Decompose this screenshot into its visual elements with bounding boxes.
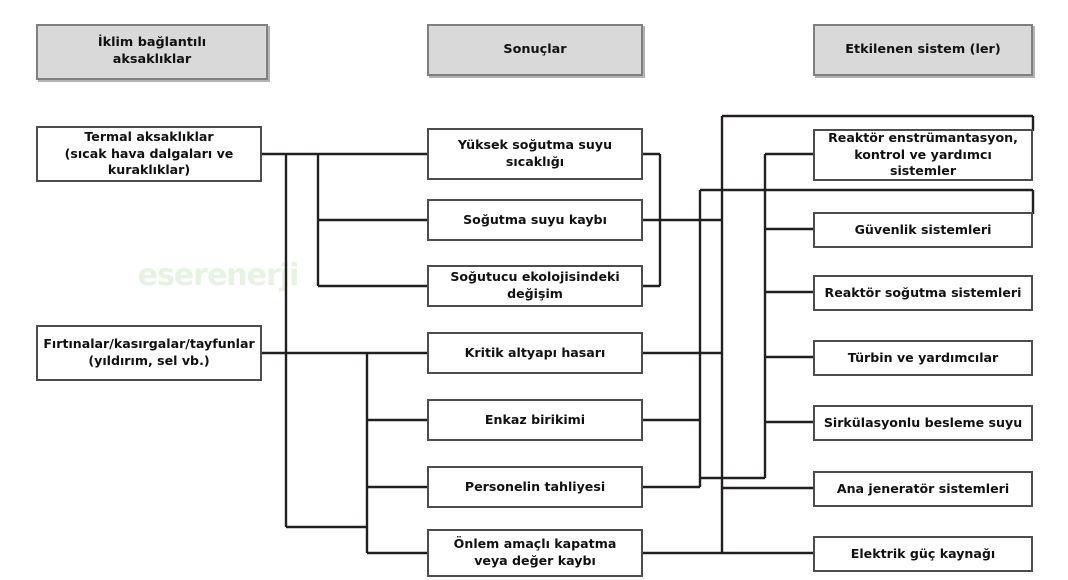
node-effect-precautionary-shutdown-line-2: veya değer kaybı — [474, 553, 596, 568]
node-system-safety[interactable]: Güvenlik sistemleri — [813, 212, 1033, 248]
node-effect-coolant-ecology-change-line-1: Soğutucu ekolojisindeki değişim — [450, 269, 620, 301]
node-cause-thermal-line-2: (sıcak hava dalgaları ve kuraklıklar) — [64, 145, 234, 178]
node-system-main-generator-line-1: Ana jeneratör sistemleri — [836, 480, 1010, 496]
node-cause-thermal[interactable]: Termal aksaklıklar (sıcak hava dalgaları… — [36, 126, 262, 182]
node-effect-coolant-ecology-change[interactable]: Soğutucu ekolojisindeki değişim — [427, 265, 643, 307]
watermark: eserenerji — [128, 238, 308, 314]
node-cause-storms-line-2: (yıldırım, sel vb.) — [88, 353, 210, 368]
node-system-electric-power-supply[interactable]: Elektrik güç kaynağı — [813, 536, 1033, 572]
node-system-reactor-instrumentation-line-1: Reaktör enstrümantasyon, — [828, 130, 1018, 146]
column-header-effects: Sonuçlar — [427, 24, 643, 76]
node-system-reactor-cooling-line-1: Reaktör soğutma sistemleri — [824, 284, 1022, 300]
column-header-systems: Etkilenen sistem (ler) — [813, 24, 1033, 76]
node-system-circulating-feedwater-line-1: Sirkülasyonlu besleme suyu — [823, 414, 1023, 430]
node-effect-debris-accumulation-line-1: Enkaz birikimi — [484, 411, 586, 427]
node-effect-precautionary-shutdown[interactable]: Önlem amaçlı kapatma veya değer kaybı — [427, 529, 643, 577]
node-effect-cooling-water-loss[interactable]: Soğutma suyu kaybı — [427, 199, 643, 241]
node-system-main-generator[interactable]: Ana jeneratör sistemleri — [813, 471, 1033, 507]
node-effect-staff-evacuation-line-1: Personelin tahliyesi — [464, 478, 606, 494]
column-header-causes: İklim bağlantılı aksaklıklar — [36, 24, 268, 80]
node-system-electric-power-supply-line-1: Elektrik güç kaynağı — [850, 545, 996, 561]
column-header-systems-line-1: Etkilenen sistem (ler) — [845, 41, 1001, 57]
node-effect-cooling-water-loss-line-1: Soğutma suyu kaybı — [463, 211, 607, 227]
column-header-causes-line-2: aksaklıklar — [112, 52, 192, 67]
node-system-reactor-instrumentation[interactable]: Reaktör enstrümantasyon, kontrol ve yard… — [813, 129, 1033, 181]
node-effect-high-cooling-water-temp[interactable]: Yüksek soğutma suyu sıcaklığı — [427, 128, 643, 180]
node-system-turbine-auxiliaries[interactable]: Türbin ve yardımcılar — [813, 340, 1033, 376]
node-cause-storms-line-1: Fırtınalar/kasırgalar/tayfunlar — [43, 336, 255, 352]
node-system-safety-line-1: Güvenlik sistemleri — [854, 221, 992, 237]
node-effect-precautionary-shutdown-line-1: Önlem amaçlı kapatma — [453, 536, 617, 552]
watermark-text: eserenerji — [137, 258, 300, 293]
node-system-circulating-feedwater[interactable]: Sirkülasyonlu besleme suyu — [813, 405, 1033, 441]
node-effect-critical-infra-damage-line-1: Kritik altyapı hasarı — [464, 344, 606, 360]
column-header-effects-line-1: Sonuçlar — [503, 41, 567, 57]
column-header-causes-line-1: İklim bağlantılı — [97, 35, 207, 51]
node-effect-high-cooling-water-temp-line-2: sıcaklığı — [505, 154, 565, 169]
node-effect-critical-infra-damage[interactable]: Kritik altyapı hasarı — [427, 332, 643, 374]
node-system-turbine-auxiliaries-line-1: Türbin ve yardımcılar — [847, 349, 999, 365]
node-cause-thermal-line-1: Termal aksaklıklar — [84, 129, 214, 145]
node-effect-debris-accumulation[interactable]: Enkaz birikimi — [427, 399, 643, 441]
node-effect-high-cooling-water-temp-line-1: Yüksek soğutma suyu — [457, 137, 613, 153]
node-system-reactor-instrumentation-line-2: kontrol ve yardımcı sistemler — [854, 146, 992, 179]
node-effect-staff-evacuation[interactable]: Personelin tahliyesi — [427, 466, 643, 508]
node-cause-storms[interactable]: Fırtınalar/kasırgalar/tayfunlar (yıldırı… — [36, 325, 262, 381]
node-system-reactor-cooling[interactable]: Reaktör soğutma sistemleri — [813, 275, 1033, 311]
